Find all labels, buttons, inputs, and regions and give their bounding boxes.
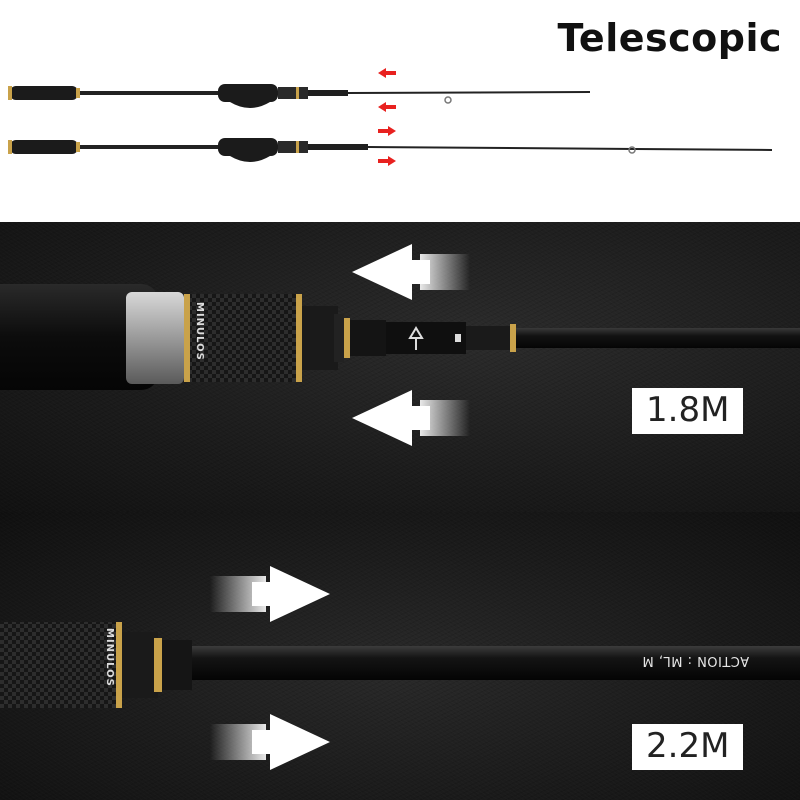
arrow-icon xyxy=(210,566,330,770)
short-rod-thumbnail xyxy=(8,84,591,108)
top-section: Telescopic xyxy=(0,0,800,222)
closeup-short-rod: MINULOS 1.8M xyxy=(0,222,800,512)
short-rod-closeup-image xyxy=(0,244,800,446)
action-rating-text: ACTION : ML, M xyxy=(642,653,750,668)
length-label-short: 1.8M xyxy=(632,388,744,434)
arrow-icon xyxy=(378,68,396,166)
long-rod-closeup-image xyxy=(0,566,800,770)
long-rod-thumbnail xyxy=(8,138,773,162)
length-label-long: 2.2M xyxy=(632,724,744,770)
arrow-icon xyxy=(352,244,470,446)
page-title: Telescopic xyxy=(557,16,782,60)
rod-comparison-image xyxy=(8,68,773,166)
closeup-long-rod: MINULOS ACTION : ML, M 2.2M xyxy=(0,512,800,800)
brand-logo: MINULOS xyxy=(194,302,205,361)
brand-logo: MINULOS xyxy=(104,628,115,687)
